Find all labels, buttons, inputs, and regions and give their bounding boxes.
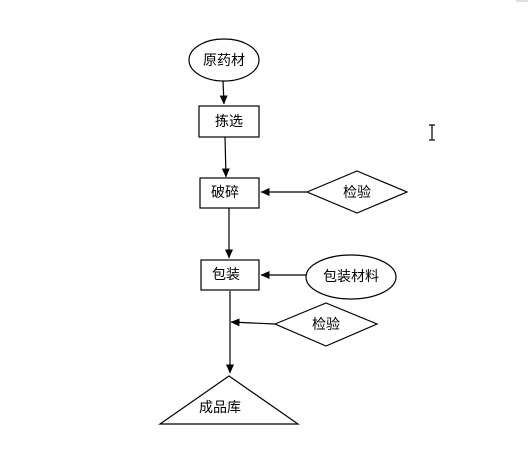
raw-material-label: 原药材 — [203, 53, 245, 69]
node-packaging-material[interactable]: 包装材料 — [305, 254, 397, 300]
node-sorting[interactable]: 拣选 — [198, 105, 260, 138]
node-packaging[interactable]: 包装 — [200, 259, 260, 291]
crushing-label: 破碎 — [211, 185, 239, 201]
node-inspection-1[interactable]: 检验 — [305, 170, 409, 214]
node-finished-goods[interactable]: 成品库 — [158, 375, 300, 425]
inspection-2-diamond — [273, 302, 379, 347]
edge-raw-to-sorting — [219, 80, 228, 105]
raw-material-ellipse — [188, 38, 260, 82]
edge-inspection2-to-line — [230, 318, 276, 327]
finished-goods-triangle — [158, 375, 300, 425]
node-raw-material[interactable]: 原药材 — [188, 38, 260, 82]
inspection-1-diamond — [305, 170, 409, 214]
packaging-rect — [200, 259, 260, 291]
edges-layer — [219, 80, 307, 374]
nodes-layer: 原药材 拣选 破碎 检验 包装 包装材料 检验 成品库 — [158, 38, 409, 425]
finished-goods-label: 成品库 — [199, 400, 241, 416]
text-cursor-icon — [429, 124, 435, 141]
node-crushing[interactable]: 破碎 — [199, 177, 260, 209]
edge-sorting-to-crushing — [221, 136, 230, 178]
sorting-rect — [198, 105, 260, 138]
inspection-2-label: 检验 — [312, 317, 340, 333]
crushing-rect — [199, 177, 260, 209]
packaging-material-ellipse — [305, 254, 397, 300]
inspection-1-label: 检验 — [343, 185, 371, 201]
packaging-label: 包装 — [212, 267, 240, 283]
node-inspection-2[interactable]: 检验 — [273, 302, 379, 347]
packaging-material-label: 包装材料 — [323, 269, 379, 285]
sorting-label: 拣选 — [215, 114, 243, 130]
